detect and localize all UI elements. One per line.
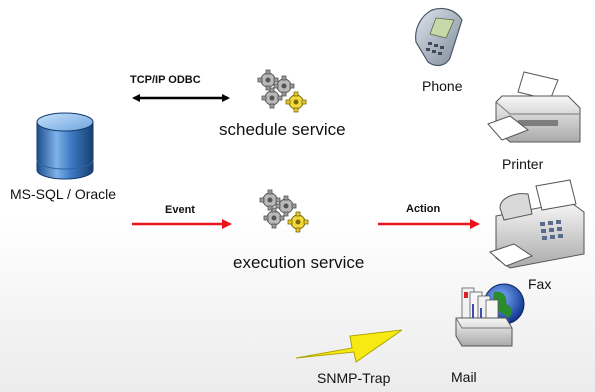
fax-label: Fax bbox=[528, 276, 552, 292]
schedule-service-label: schedule service bbox=[219, 120, 346, 139]
execution-gears-icon bbox=[259, 189, 309, 233]
tcpip-label: TCP/IP ODBC bbox=[130, 74, 201, 86]
printer-icon bbox=[487, 71, 581, 143]
action-label: Action bbox=[406, 203, 441, 215]
database-label: MS-SQL / Oracle bbox=[10, 186, 117, 202]
fax-icon bbox=[489, 179, 585, 269]
snmp-trap-label: SNMP-Trap bbox=[317, 370, 391, 386]
event-label: Event bbox=[165, 204, 195, 216]
mail-icon bbox=[455, 283, 525, 347]
phone-label: Phone bbox=[422, 78, 463, 94]
phone-icon bbox=[415, 7, 463, 67]
mail-label: Mail bbox=[451, 369, 477, 385]
database-cylinder-icon bbox=[36, 112, 94, 180]
schedule-gears-icon bbox=[257, 69, 307, 113]
printer-label: Printer bbox=[502, 156, 544, 172]
execution-service-label: execution service bbox=[233, 253, 365, 272]
snmp-lightning-icon bbox=[295, 329, 403, 363]
